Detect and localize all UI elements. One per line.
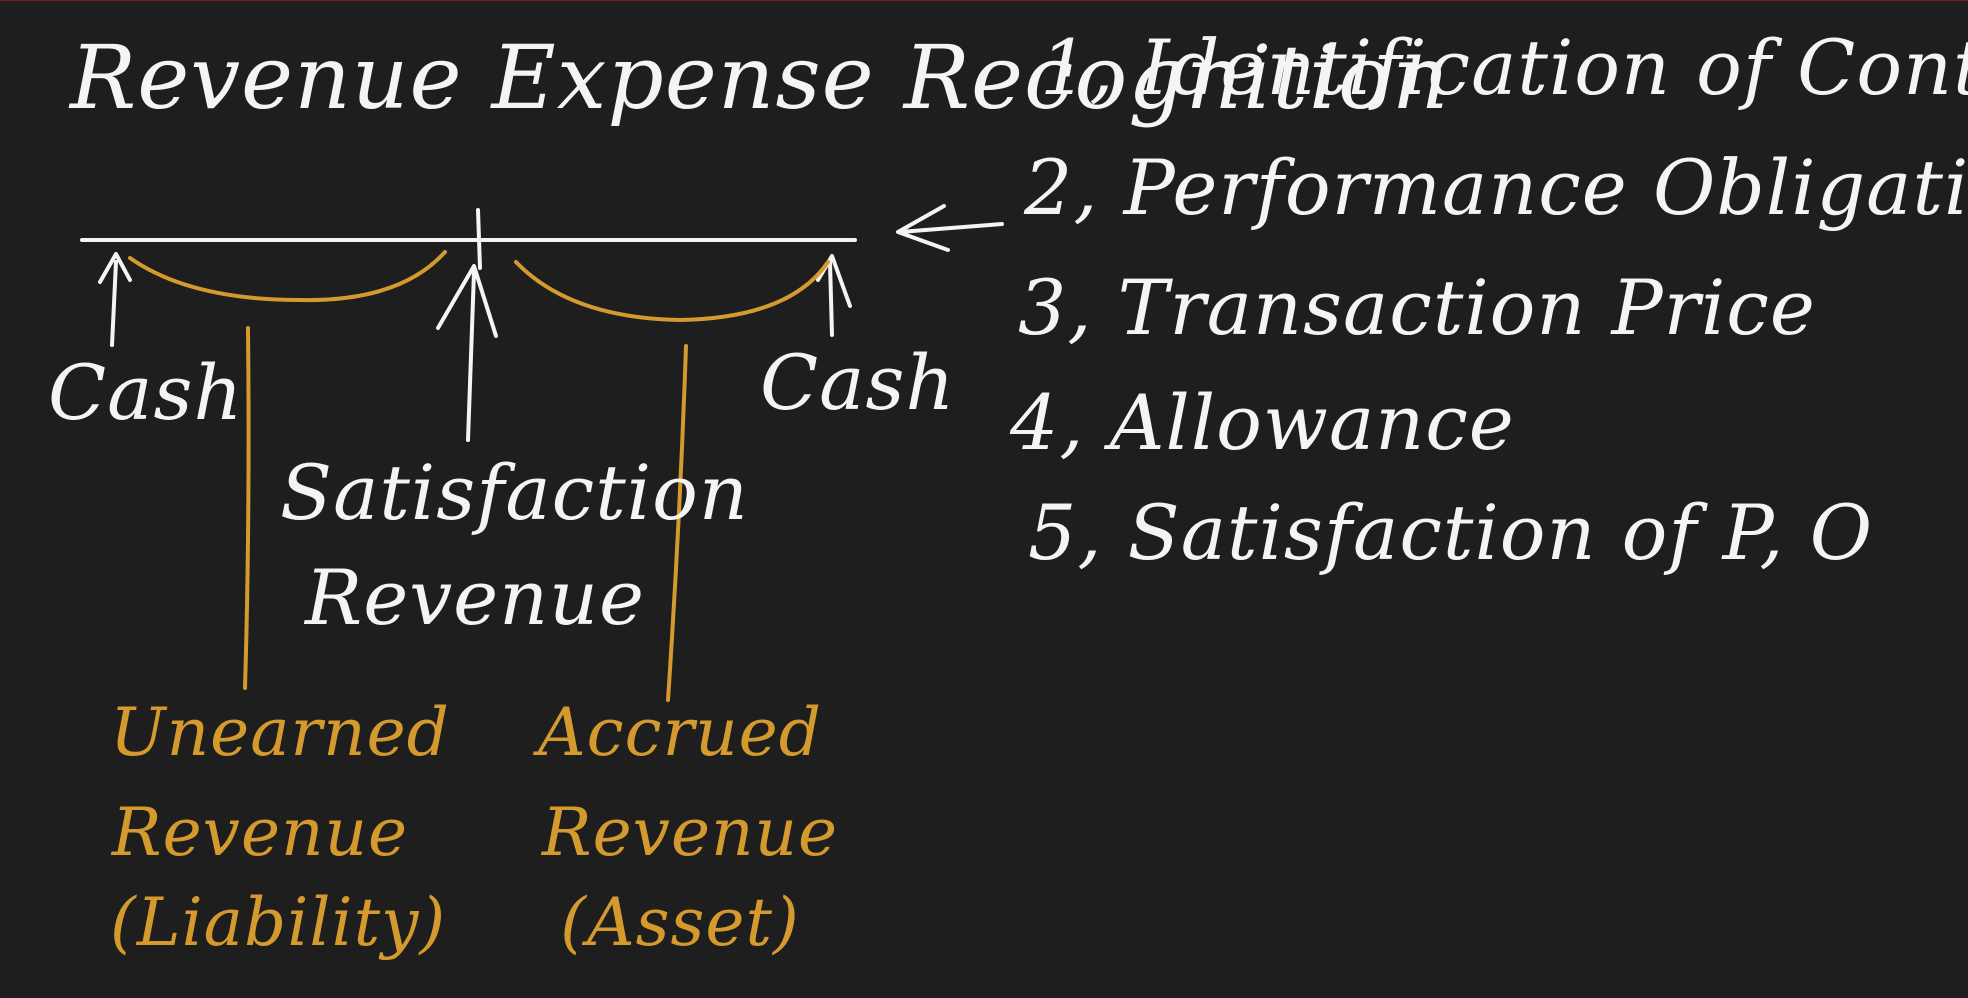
unearned-label-line3: (Liability) bbox=[110, 884, 447, 961]
step-item-4: 4, Allowance bbox=[1010, 378, 1515, 467]
satisfaction-revenue-label: Revenue bbox=[305, 553, 645, 642]
unearned-period-curve bbox=[128, 250, 447, 303]
accrued-label-line1: Accrued bbox=[538, 694, 822, 771]
accrued-connector-line bbox=[666, 344, 688, 702]
unearned-connector-line bbox=[243, 326, 251, 690]
step-item-1: 1, Identification of Contract bbox=[1040, 23, 1968, 112]
cash-left-arrow bbox=[98, 252, 132, 347]
cash-left-label: Cash bbox=[48, 348, 244, 437]
timeline-center-tick bbox=[476, 208, 482, 270]
satisfaction-arrow bbox=[436, 264, 498, 442]
unearned-label-line1: Unearned bbox=[110, 694, 450, 771]
accrued-period-curve bbox=[514, 260, 830, 323]
page-title: Revenue Expense Recognition bbox=[70, 26, 1450, 129]
pointer-arrow bbox=[896, 204, 1004, 252]
accrued-label-line3: (Asset) bbox=[560, 884, 800, 961]
accrued-label-line2: Revenue bbox=[541, 794, 839, 871]
cash-right-label: Cash bbox=[760, 338, 956, 427]
step-item-5: 5, Satisfaction of P, O bbox=[1028, 488, 1874, 577]
unearned-label-line2: Revenue bbox=[111, 794, 409, 871]
satisfaction-label: Satisfaction bbox=[280, 448, 749, 537]
step-item-3: 3, Transaction Price bbox=[1018, 263, 1816, 352]
step-item-2: 2, Performance Obligation bbox=[1024, 143, 1968, 232]
